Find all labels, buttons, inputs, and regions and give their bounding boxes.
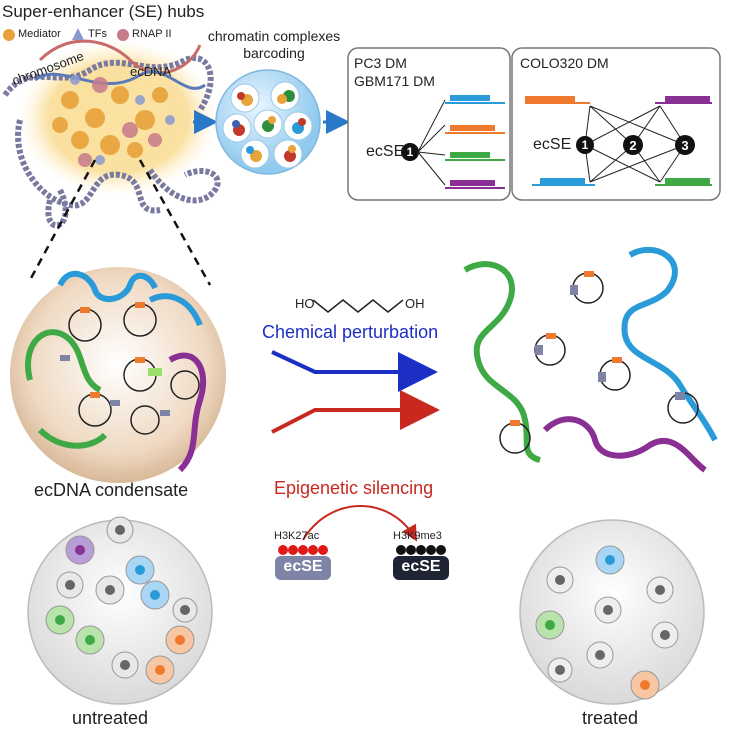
untreated-label: untreated	[72, 708, 149, 728]
mark-after: H3K9me3	[393, 530, 442, 542]
barcoding-label: chromatin complexes barcoding	[200, 28, 348, 62]
zoom-line-left	[28, 159, 97, 281]
chemical-perturbation-label: Chemical perturbation	[262, 322, 439, 342]
panel-left	[347, 47, 511, 201]
epigenetic-arrow	[271, 390, 440, 434]
treated-label: treated	[582, 708, 639, 728]
h3k27ac-marks	[278, 545, 328, 555]
molecule-ho: HO	[295, 296, 315, 311]
condensate-label: ecDNA condensate	[34, 480, 189, 500]
legend-rnap: RNAP II	[132, 28, 172, 40]
chemical-arrow	[271, 350, 438, 392]
mark-before: H3K27ac	[274, 530, 320, 542]
panel-right-node-2: 2	[629, 138, 637, 153]
epigenetic-label: Epigenetic silencing	[274, 478, 434, 498]
panel-left-ecse: ecSE	[366, 143, 405, 160]
tfs-icon	[72, 28, 84, 40]
panel-right	[511, 47, 721, 201]
silencing-curve	[302, 505, 418, 542]
se-hub-cluster	[2, 39, 221, 229]
treated-dish	[519, 519, 705, 705]
panel-left-node: 1	[406, 145, 414, 159]
panel-right-node-3: 3	[681, 138, 689, 153]
legend-mediator: Mediator	[18, 28, 61, 40]
molecule-oh: OH	[405, 296, 425, 311]
h3k9me3-marks	[396, 545, 446, 555]
legend-tfs: TFs	[88, 28, 107, 40]
barcoding-line2: barcoding	[243, 45, 305, 61]
ecse-box-active	[275, 556, 331, 580]
barcoding-line1: chromatin complexes	[207, 28, 341, 44]
rnap-icon	[117, 29, 129, 41]
panel-right-node-1: 1	[581, 138, 589, 152]
ecse-box-silenced	[393, 556, 449, 580]
zoom-line-right	[138, 159, 212, 286]
panel-left-title: PC3 DM GBM171 DM	[354, 54, 435, 90]
untreated-dish	[27, 516, 213, 705]
panel-left-line2: GBM171 DM	[354, 73, 435, 89]
panel-right-title: COLO320 DM	[520, 55, 609, 71]
panel-right-ecse: ecSE	[533, 136, 572, 153]
ecdna-condensate	[10, 267, 226, 483]
page-title: Super-enhancer (SE) hubs	[2, 2, 205, 21]
ecse-box-silenced-label: ecSE	[401, 558, 441, 575]
hexanediol-structure	[312, 299, 404, 313]
ecse-box-active-label: ecSE	[283, 558, 323, 575]
mediator-icon	[3, 29, 15, 41]
dispersed-ecdna	[463, 247, 718, 473]
panel-left-line1: PC3 DM	[354, 55, 407, 71]
label-ecdna: ecDNA	[130, 64, 172, 79]
barcoding-beads	[215, 69, 321, 175]
